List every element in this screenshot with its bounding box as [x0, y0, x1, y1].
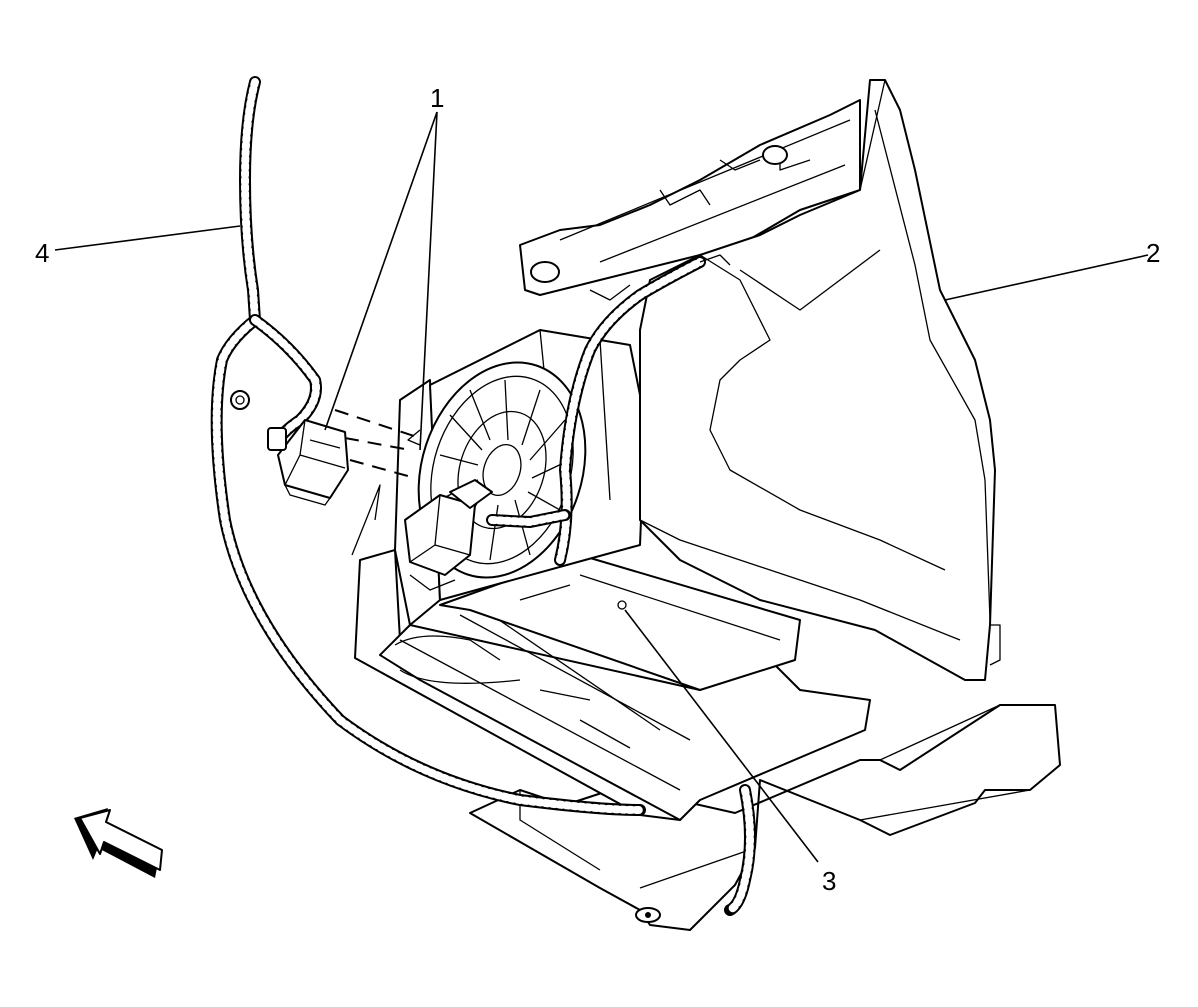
- installation-guide-lines: [334, 409, 421, 556]
- installed-connector: [404, 479, 493, 591]
- housing-cover: [639, 79, 1001, 681]
- blower-motor-resistor: [267, 419, 349, 506]
- mounting-bracket: [469, 704, 1061, 931]
- leader-lines: [54, 111, 1149, 863]
- wire-harness: [210, 76, 756, 916]
- callout-1: 1: [430, 83, 444, 113]
- callout-3: 3: [822, 866, 836, 896]
- callout-4: 4: [35, 238, 49, 268]
- callout-2: 2: [1146, 238, 1160, 268]
- upper-panel: [519, 99, 861, 301]
- view-direction-arrow-icon: [74, 808, 163, 878]
